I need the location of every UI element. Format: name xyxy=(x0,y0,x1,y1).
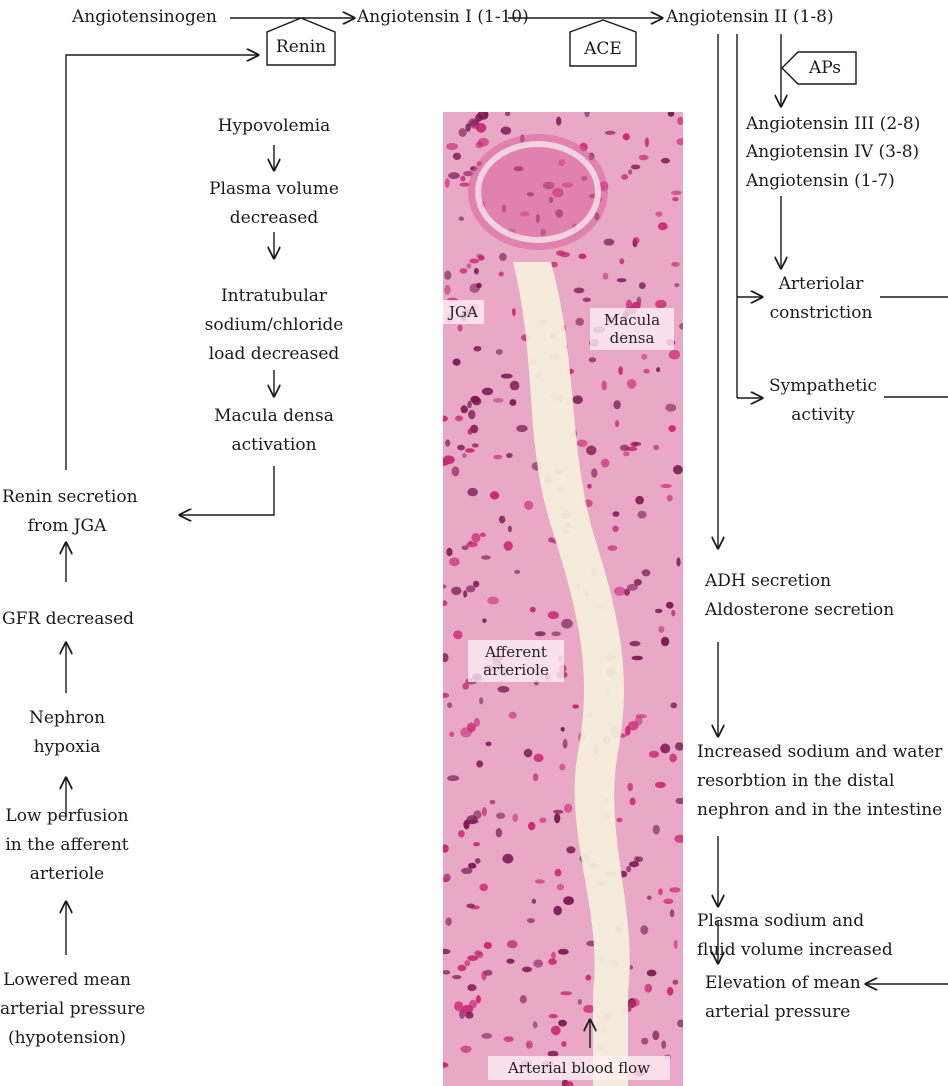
elevation-mean-pressure-label: Elevation of meanarterial pressure xyxy=(705,969,861,1027)
aps-enzyme-label: APs xyxy=(796,54,854,83)
gfr-decreased-label: GFR decreased xyxy=(2,605,132,634)
renin-secretion-label: Renin secretionfrom JGA xyxy=(2,483,132,541)
jga-tag: JGA xyxy=(443,300,484,324)
angiotensin-1-label: Angiotensin I (1-10) xyxy=(357,3,529,32)
angiotensin-1-7-label: Angiotensin (1-7) xyxy=(746,167,895,196)
angiotensin-4-label: Angiotensin IV (3-8) xyxy=(746,138,919,167)
arteriolar-constriction-label: Arteriolarconstriction xyxy=(766,270,876,328)
ace-enzyme-label: ACE xyxy=(570,35,636,64)
angiotensin-3-label: Angiotensin III (2-8) xyxy=(746,110,920,139)
sympathetic-activity-label: Sympatheticactivity xyxy=(766,372,880,430)
angiotensin-2-label: Angiotensin II (1-8) xyxy=(666,3,834,32)
sodium-water-resorption-label: Increased sodium and waterresorbtion in … xyxy=(697,738,942,825)
lowered-pressure-label: Lowered meanarterial pressure(hypotensio… xyxy=(0,966,134,1053)
plasma-volume-increased-label: Plasma sodium andfluid volume increased xyxy=(697,907,893,965)
intratubular-load-label: Intratubularsodium/chlorideload decrease… xyxy=(194,282,354,369)
adh-secretion-label: ADH secretion xyxy=(705,567,831,596)
low-perfusion-label: Low perfusionin the afferentarteriole xyxy=(2,802,132,889)
afferent-arteriole-tag: Afferentarteriole xyxy=(468,640,564,682)
arterial-blood-flow-tag: Arterial blood flow xyxy=(488,1056,670,1080)
aldosterone-secretion-label: Aldosterone secretion xyxy=(705,596,894,625)
plasma-volume-decreased-label: Plasma volumedecreased xyxy=(194,175,354,233)
macula-densa-activation-label: Macula densaactivation xyxy=(194,402,354,460)
macula-densa-tag: Maculadensa xyxy=(590,308,674,350)
renin-enzyme-label: Renin xyxy=(267,33,335,62)
hypovolemia-label: Hypovolemia xyxy=(194,112,354,141)
angiotensinogen-label: Angiotensinogen xyxy=(72,3,217,32)
nephron-hypoxia-label: Nephronhypoxia xyxy=(2,704,132,762)
